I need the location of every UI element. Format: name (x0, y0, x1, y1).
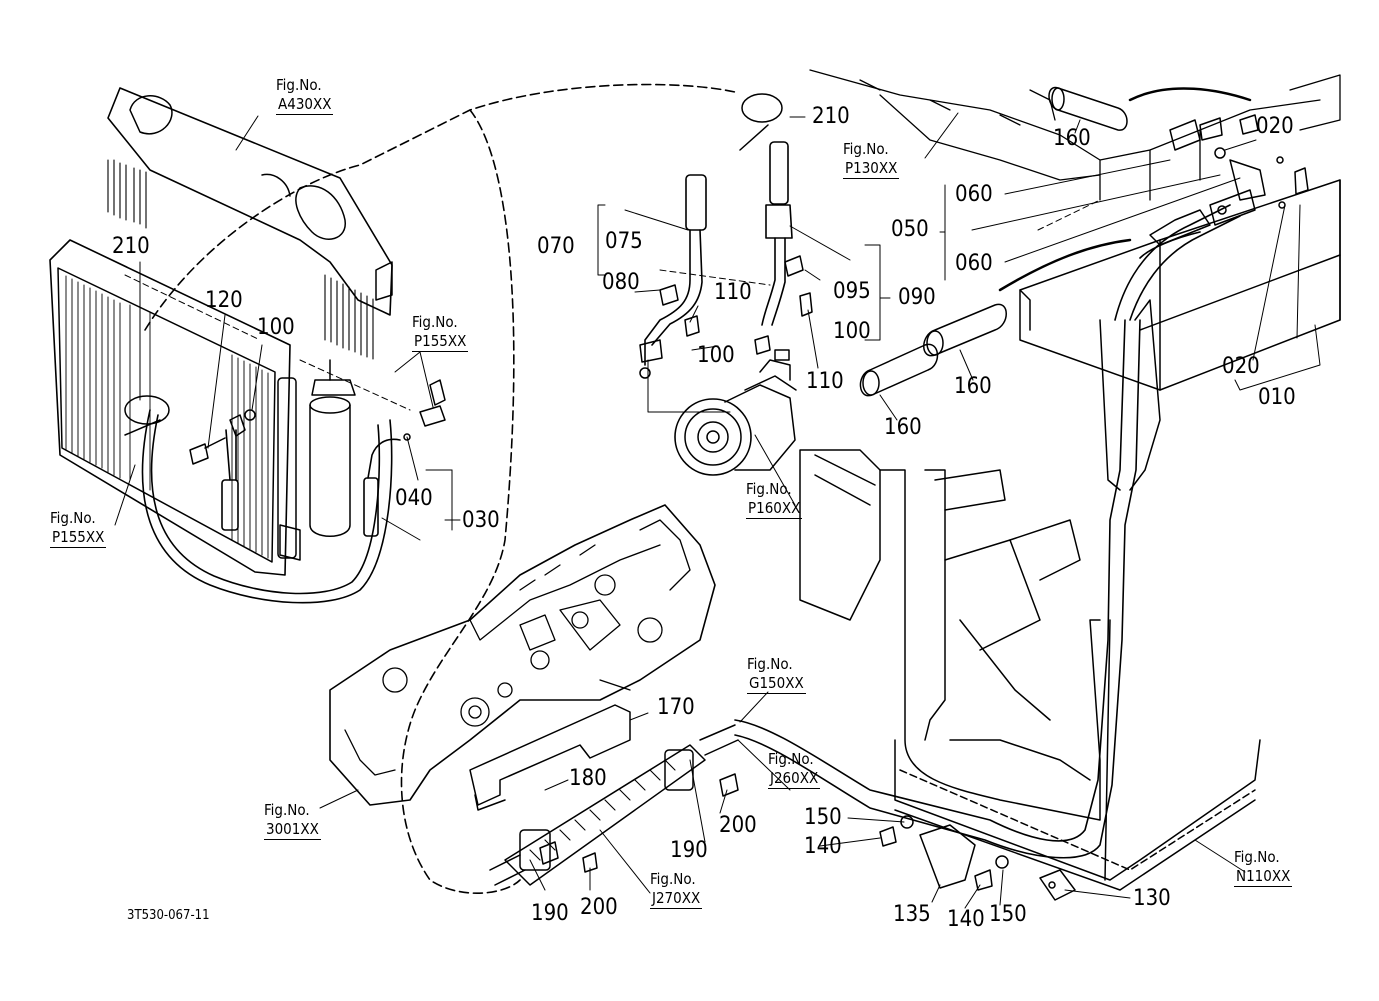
compressor (674, 349, 797, 476)
part-label: 190 (670, 838, 708, 863)
part-label: 140 (947, 907, 985, 932)
part-label: 020 (1222, 354, 1260, 379)
part-label: 100 (697, 343, 735, 368)
fig-ref-p155-left: Fig.No.P155XX (50, 509, 107, 548)
part-label: 050 (891, 217, 929, 242)
part-label: 110 (806, 369, 844, 394)
part-label: 210 (812, 104, 850, 129)
fig-ref-3001: Fig.No.3001XX (264, 801, 321, 840)
hoses (141, 83, 1241, 894)
part-label: 200 (580, 895, 618, 920)
tube-sleeves (859, 86, 1128, 397)
fig-ref-p130: Fig.No.P130XX (843, 140, 900, 179)
part-label: 060 (955, 251, 993, 276)
fig-ref-j260: Fig.No.J260XX (768, 750, 821, 789)
part-label: 080 (602, 270, 640, 295)
part-label: 100 (257, 315, 295, 340)
part-label: 070 (537, 234, 575, 259)
part-label: 030 (462, 508, 500, 533)
fig-ref-g150: Fig.No.G150XX (747, 655, 806, 694)
part-label: 190 (531, 901, 569, 926)
fan-shroud (107, 87, 393, 360)
part-label: 100 (833, 319, 871, 344)
part-label: 160 (954, 374, 992, 399)
part-label: 150 (804, 805, 842, 830)
fittings (998, 87, 1309, 292)
part-label: 120 (205, 288, 243, 313)
part-label: 140 (804, 834, 842, 859)
part-label: 040 (395, 486, 433, 511)
receiver-drier (309, 359, 356, 537)
part-label: 130 (1133, 886, 1171, 911)
part-label: 095 (833, 279, 871, 304)
part-label: 180 (569, 766, 607, 791)
part-label: 150 (989, 902, 1027, 927)
part-label: 200 (719, 813, 757, 838)
part-label: 160 (1053, 126, 1091, 151)
part-label: 110 (714, 280, 752, 305)
small-parts (124, 93, 1076, 901)
fig-ref-n110: Fig.No.N110XX (1234, 848, 1293, 887)
part-label: 075 (605, 229, 643, 254)
leader-lines (114, 112, 1321, 909)
part-label: 010 (1258, 385, 1296, 410)
part-label: 020 (1256, 114, 1294, 139)
part-label: 060 (955, 182, 993, 207)
engine (329, 504, 716, 806)
cab-frame (799, 179, 1341, 891)
fig-ref-a430: Fig.No.A430XX (276, 76, 334, 115)
part-label: 135 (893, 902, 931, 927)
condenser (49, 239, 301, 576)
part-label: 090 (898, 285, 936, 310)
fig-ref-p160: Fig.No.P160XX (746, 480, 803, 519)
reference-lines (124, 199, 1101, 411)
roof-panel (809, 69, 1341, 201)
drawing-code: 3T530-067-11 (127, 908, 210, 923)
part-label: 170 (657, 695, 695, 720)
bracket-and-tube (469, 704, 739, 886)
part-label: 210 (112, 234, 150, 259)
part-label: 160 (884, 415, 922, 440)
fig-ref-p155-mid: Fig.No.P155XX (412, 313, 469, 352)
fig-ref-j270: Fig.No.J270XX (650, 870, 703, 909)
